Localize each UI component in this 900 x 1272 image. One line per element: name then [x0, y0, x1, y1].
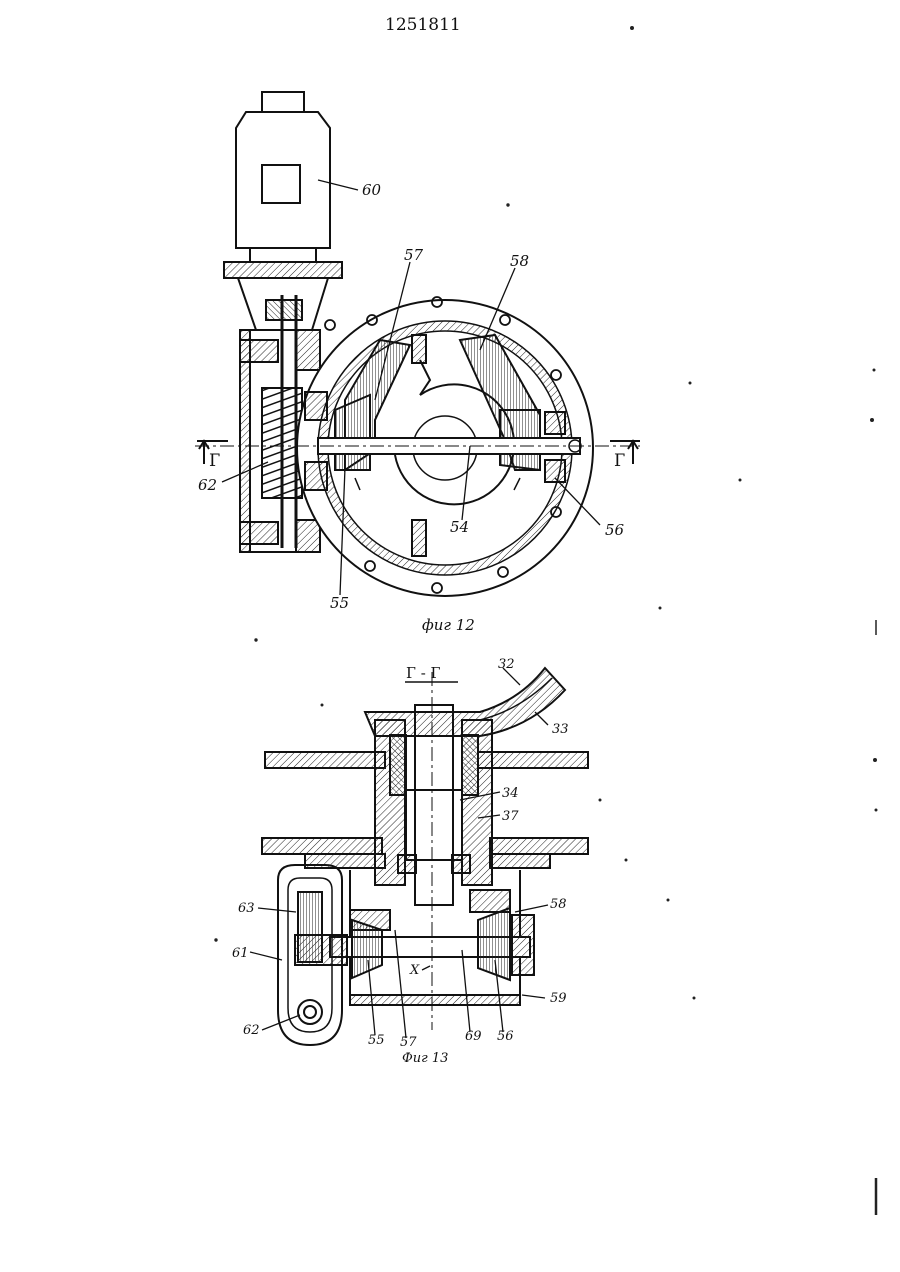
callout-60: 60: [362, 181, 382, 199]
bearing-left-top: [305, 392, 327, 420]
bearing-left-bottom: [305, 462, 327, 490]
figure-12-caption: фиг 12: [422, 616, 475, 634]
callout-33: 33: [552, 722, 569, 737]
callout-58: 58: [550, 897, 567, 912]
section-title-fig13: Г - Г: [406, 664, 441, 682]
callout-58: 58: [510, 252, 529, 270]
callout-34: 34: [502, 786, 519, 801]
callout-63: 63: [238, 901, 255, 916]
section-letter-right: Г: [614, 451, 625, 471]
callout-37: 37: [502, 809, 519, 824]
callout-69: 69: [465, 1029, 482, 1044]
callout-32: 32: [498, 657, 515, 672]
callout-62: 62: [198, 476, 217, 494]
section-letter-left: Г: [209, 451, 220, 471]
worm-62: [262, 388, 302, 498]
callout-55: 55: [330, 594, 349, 612]
lower-plate-right: [490, 838, 588, 854]
lower-plate-left: [262, 838, 382, 854]
callout-57: 57: [400, 1035, 417, 1050]
bevel-gear-58-fig13: [478, 908, 510, 980]
callout-57: 57: [404, 246, 424, 264]
callout-56: 56: [605, 521, 625, 539]
callout-54: 54: [450, 518, 469, 536]
motor-60: [224, 92, 342, 330]
upper-plate-left: [265, 752, 385, 768]
bearing-right-top: [545, 412, 565, 434]
figure-12: [195, 92, 640, 596]
figure-13: [250, 668, 588, 1045]
figure-13-caption: Фиг 13: [402, 1051, 448, 1066]
bevel-gear-57-fig13: [352, 920, 382, 978]
callout-55: 55: [368, 1033, 385, 1048]
callout-x: X: [409, 963, 420, 978]
callout-56: 56: [497, 1029, 514, 1044]
callout-59: 59: [550, 991, 567, 1006]
upper-plate-right: [478, 752, 588, 768]
sprocket-62: [298, 1000, 322, 1024]
callout-62: 62: [243, 1023, 260, 1038]
page-number: 1251811: [385, 15, 461, 35]
callout-61: 61: [232, 946, 249, 961]
